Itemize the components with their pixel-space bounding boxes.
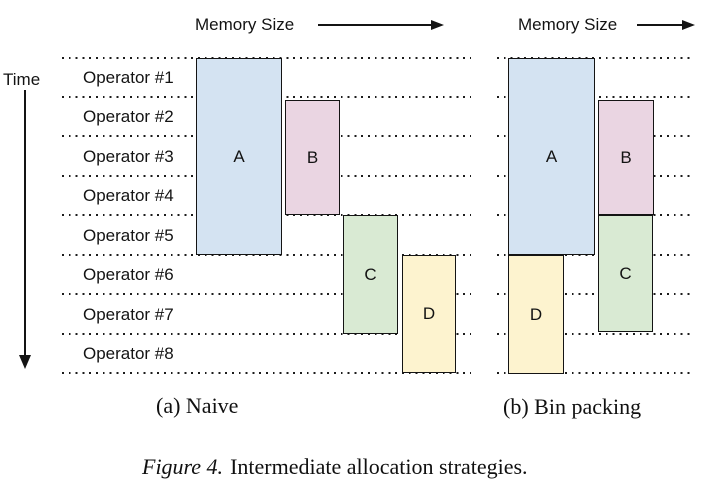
binpacking-block-a: A bbox=[508, 58, 595, 255]
grid-dotted-line bbox=[62, 372, 471, 374]
grid-dotted-line bbox=[62, 333, 471, 335]
figure-caption-tag: Figure 4. bbox=[142, 454, 224, 479]
operator-row-label-5: Operator #5 bbox=[83, 226, 174, 245]
grid-dotted-line bbox=[497, 333, 691, 335]
time-axis-label: Time bbox=[3, 70, 41, 89]
memory-size-label-b: Memory Size bbox=[518, 15, 618, 34]
panel-a-caption: (a) Naive bbox=[156, 393, 239, 418]
naive-block-b: B bbox=[285, 100, 340, 215]
grid-dotted-line bbox=[497, 293, 691, 295]
panel-b-caption: (b) Bin packing bbox=[503, 394, 642, 419]
grid-dotted-line bbox=[497, 372, 691, 374]
naive-block-c: C bbox=[343, 215, 398, 334]
grid-dotted-line bbox=[62, 254, 471, 256]
grid-dotted-line bbox=[62, 293, 471, 295]
operator-row-label-3: Operator #3 bbox=[83, 147, 174, 166]
binpacking-block-d: D bbox=[508, 255, 564, 374]
memory-size-label-a: Memory Size bbox=[195, 15, 295, 34]
binpacking-block-c: C bbox=[598, 215, 653, 332]
operator-row-label-7: Operator #7 bbox=[83, 305, 174, 324]
figure-caption: Figure 4.Intermediate allocation strateg… bbox=[142, 454, 528, 480]
grid-dotted-line bbox=[497, 254, 691, 256]
operator-row-label-6: Operator #6 bbox=[83, 265, 174, 284]
figure-caption-text: Intermediate allocation strategies. bbox=[230, 454, 528, 479]
naive-block-d: D bbox=[402, 255, 456, 373]
naive-block-a: A bbox=[196, 58, 282, 255]
operator-row-label-1: Operator #1 bbox=[83, 68, 174, 87]
operator-row-label-2: Operator #2 bbox=[83, 107, 174, 126]
operator-row-label-8: Operator #8 bbox=[83, 344, 174, 363]
operator-row-label-4: Operator #4 bbox=[83, 186, 174, 205]
binpacking-block-b: B bbox=[598, 100, 654, 215]
